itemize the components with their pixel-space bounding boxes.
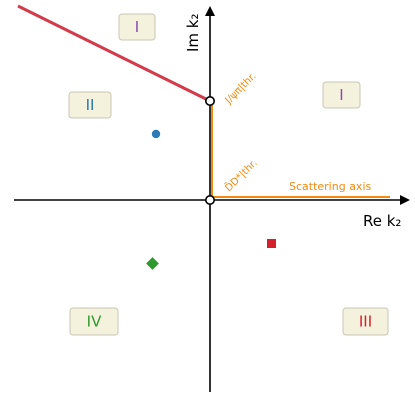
square-pole-marker [267,239,276,248]
region-label-I-right: I [322,81,361,109]
region-text-I-right: I [339,86,343,104]
lower-branch-point [205,195,216,206]
region-label-III: III [342,307,389,336]
circle-pole-marker [151,129,161,139]
upper-branch-point [205,96,216,107]
real-axis-label: Re k₂ [363,212,401,230]
region-text-III: III [359,313,372,331]
region-text-I-top: I [135,18,139,36]
scattering-axis-label: Scattering axis [289,180,372,193]
imaginary-axis-label: Im k₂ [184,13,202,52]
region-text-IV: IV [87,313,102,331]
region-text-II: II [86,96,95,114]
branch-cut-line [17,4,211,103]
upper-threshold-label: J/ψπ|thr. [223,71,259,107]
region-label-I-top: I [118,13,156,41]
lower-threshold-label: D̄D*|thr. [222,156,260,194]
region-label-IV: IV [69,307,119,336]
diamond-pole-marker [146,257,159,270]
region-label-II: II [68,91,112,119]
